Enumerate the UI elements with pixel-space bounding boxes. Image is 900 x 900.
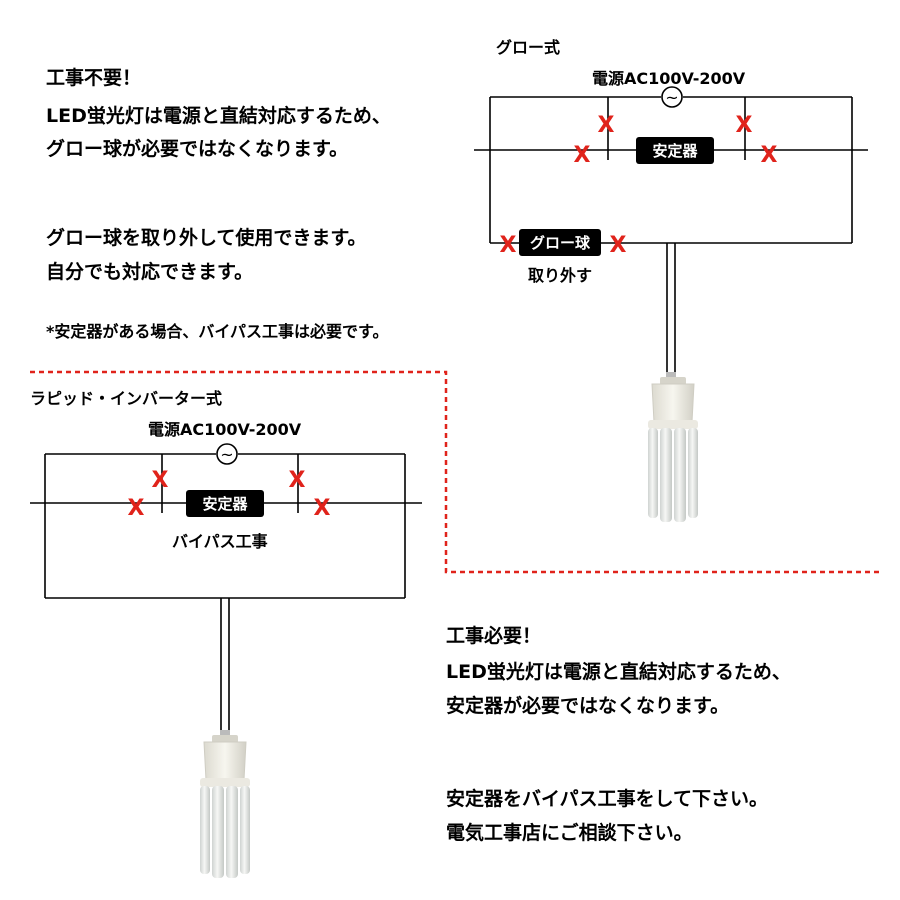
- rapid-diagram-title: ラピッド・インバーター式: [30, 389, 223, 408]
- cross-mark-icon: X: [736, 113, 753, 138]
- cross-mark-icon: X: [598, 113, 615, 138]
- cross-mark-icon: X: [610, 233, 627, 258]
- rapid-ac-symbol: ~: [220, 445, 233, 464]
- glow-led-lamp-icon: [648, 372, 698, 522]
- rapid-led-lamp-icon: [200, 730, 250, 878]
- glow-diagram-title: グロー式: [496, 38, 561, 57]
- cross-mark-icon: X: [574, 143, 591, 168]
- glow-text-line3: グロー球を取り外して使用できます。: [46, 227, 367, 249]
- rapid-ac-source-icon: [216, 443, 238, 465]
- cross-mark-icon: X: [289, 468, 306, 493]
- rapid-cross-marks: X X X X: [128, 468, 331, 521]
- glow-text-line4: 自分でも対応できます。: [46, 261, 254, 283]
- cross-mark-icon: X: [314, 496, 331, 521]
- rapid-ballast-label: 安定器: [202, 495, 248, 513]
- glow-cross-marks: X X X X X X: [500, 113, 778, 258]
- section-divider: [30, 370, 880, 574]
- glow-bulb-label: グロー球: [530, 234, 591, 252]
- glow-ballast-box: [636, 137, 714, 164]
- rapid-heading: 工事必要！: [446, 625, 542, 647]
- rapid-text-line2: 安定器が必要ではなくなります。: [446, 695, 730, 717]
- rapid-text-line3: 安定器をバイパス工事をして下さい。: [446, 788, 769, 810]
- glow-text-line2: グロー球が必要ではなくなります。: [46, 138, 349, 160]
- cross-mark-icon: X: [128, 496, 145, 521]
- glow-ac-symbol: ~: [665, 88, 678, 107]
- rapid-ballast-box: [186, 490, 264, 517]
- rapid-text-line4: 電気工事店にご相談下さい。: [446, 822, 693, 844]
- cross-mark-icon: X: [152, 468, 169, 493]
- glow-note: *安定器がある場合、バイパス工事は必要です。: [46, 322, 389, 341]
- cross-mark-icon: X: [761, 143, 778, 168]
- glow-remove-label: 取り外す: [528, 266, 593, 285]
- cross-mark-icon: X: [500, 233, 517, 258]
- glow-power-label: 電源AC100V-200V: [592, 69, 746, 88]
- glow-heading: 工事不要！: [46, 67, 142, 89]
- glow-text-line1: LED蛍光灯は電源と直結対応するため、: [46, 105, 391, 127]
- rapid-text-line1: LED蛍光灯は電源と直結対応するため、: [446, 661, 791, 683]
- rapid-power-label: 電源AC100V-200V: [148, 420, 302, 439]
- rapid-bypass-label: バイパス工事: [172, 532, 268, 551]
- glow-ballast-label: 安定器: [652, 142, 698, 160]
- glow-bulb-box: [519, 229, 601, 256]
- glow-ac-source-icon: [661, 86, 683, 108]
